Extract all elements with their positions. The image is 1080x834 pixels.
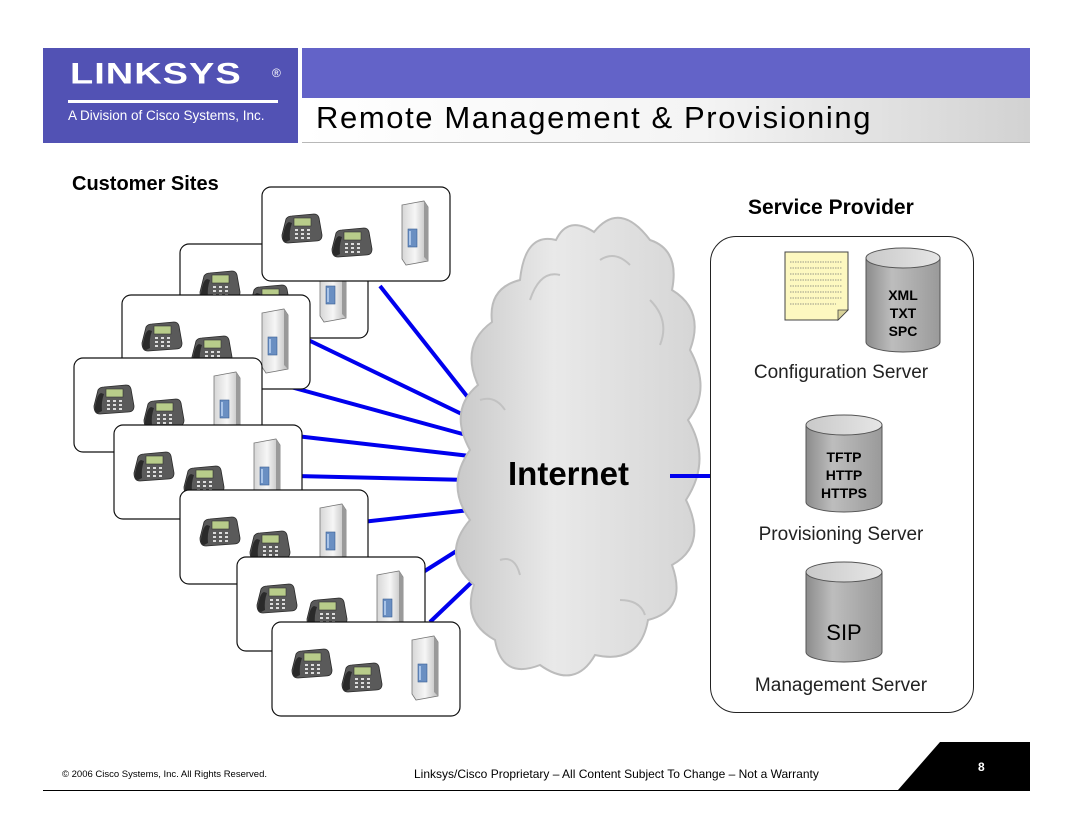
configuration-server-cylinder bbox=[865, 247, 941, 353]
configuration-server-label: Configuration Server bbox=[753, 362, 929, 383]
provisioning-server-label: Provisioning Server bbox=[758, 524, 924, 545]
internet-cloud bbox=[455, 216, 702, 677]
logo-registered-mark: ® bbox=[272, 66, 281, 80]
protocol-https: HTTPS bbox=[821, 485, 867, 501]
copyright-text: © 2006 Cisco Systems, Inc. All Rights Re… bbox=[62, 769, 267, 780]
logo-divider bbox=[68, 100, 278, 103]
internet-label: Internet bbox=[508, 455, 630, 492]
protocol-http: HTTP bbox=[825, 467, 863, 483]
title-band bbox=[302, 98, 1030, 143]
config-formats: XML TXT SPC bbox=[863, 286, 943, 340]
sip-protocol: SIP bbox=[826, 620, 862, 645]
customer-sites-label: Customer Sites bbox=[72, 173, 219, 195]
service-provider-label: Service Provider bbox=[748, 196, 914, 219]
linksys-logo bbox=[43, 48, 298, 143]
provisioning-server-cylinder bbox=[805, 414, 883, 513]
slide-title: Remote Management & Provisioning bbox=[316, 100, 873, 135]
format-spc: SPC bbox=[888, 323, 918, 339]
protocol-tftp: TFTP bbox=[826, 449, 862, 465]
provisioning-protocols: TFTP HTTP HTTPS bbox=[804, 448, 884, 502]
format-txt: TXT bbox=[889, 305, 917, 321]
footer-divider bbox=[43, 790, 1030, 791]
management-server-cylinder bbox=[805, 561, 883, 663]
logo-subtitle: A Division of Cisco Systems, Inc. bbox=[68, 108, 265, 123]
proprietary-notice: Linksys/Cisco Proprietary – All Content … bbox=[414, 767, 819, 781]
header-bar bbox=[302, 48, 1030, 98]
footer-tab bbox=[898, 742, 1030, 790]
page-number: 8 bbox=[978, 760, 985, 774]
logo-wordmark: LINKSYS bbox=[70, 58, 242, 91]
format-xml: XML bbox=[888, 287, 918, 303]
management-server-label: Management Server bbox=[754, 675, 928, 696]
document-icon bbox=[784, 251, 849, 321]
